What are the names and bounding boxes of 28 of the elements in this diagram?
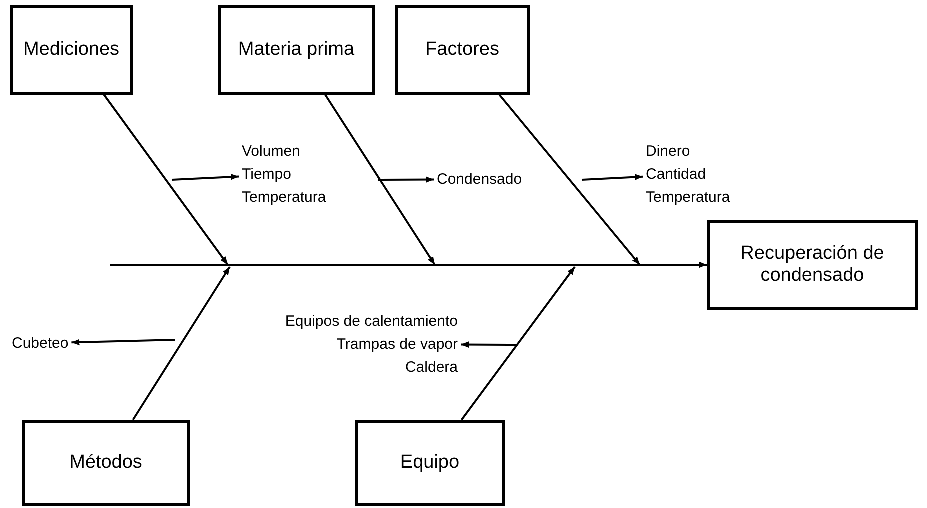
arrow	[172, 174, 240, 181]
cause-label: Dinero	[646, 142, 692, 162]
category-box: Equipo	[355, 420, 505, 506]
arrow	[72, 339, 176, 346]
arrow	[461, 342, 517, 348]
category-box: Métodos	[22, 420, 190, 506]
category-box: Mediciones	[10, 5, 133, 95]
arrow	[461, 266, 576, 421]
arrow	[103, 94, 229, 266]
cause-label: Caldera	[404, 358, 458, 378]
cause-label: Cubeteo	[12, 334, 70, 354]
effect-box: Recuperación de condensado	[707, 220, 918, 310]
arrow	[110, 262, 707, 268]
cause-label: Equipos de calentamiento	[284, 312, 458, 332]
cause-label: Condensado	[437, 170, 524, 190]
cause-label: Volumen	[242, 142, 302, 162]
arrow	[324, 94, 436, 266]
cause-label: Tiempo	[242, 165, 292, 185]
arrow	[378, 176, 434, 183]
category-box: Materia prima	[218, 5, 375, 95]
arrow	[498, 94, 641, 266]
arrow	[582, 174, 644, 181]
arrow	[132, 266, 231, 421]
cause-label: Temperatura	[242, 188, 328, 208]
cause-label: Temperatura	[646, 188, 732, 208]
cause-label: Cantidad	[646, 165, 708, 185]
category-box: Factores	[395, 5, 530, 95]
cause-label: Trampas de vapor	[336, 335, 458, 355]
